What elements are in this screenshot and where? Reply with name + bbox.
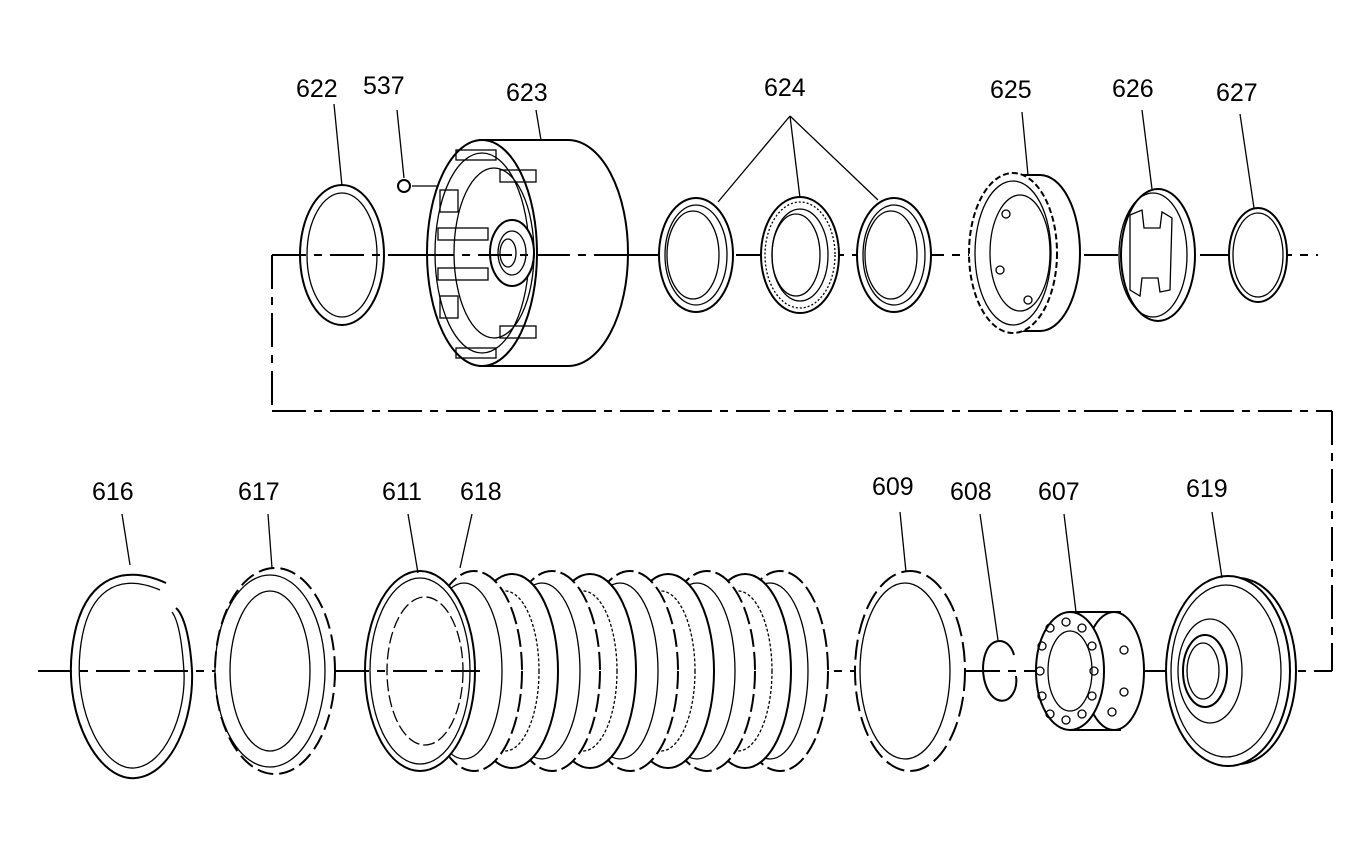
callout-609: 609 (872, 473, 914, 501)
leader-lines (121, 103, 1255, 641)
part-624-needle-bearing (760, 196, 840, 314)
part-622-snap-ring (272, 184, 430, 326)
callout-616: 616 (92, 478, 134, 506)
part-627-snap-ring (1228, 207, 1288, 303)
callout-625: 625 (990, 76, 1032, 104)
callout-627: 627 (1216, 79, 1258, 107)
part-624-thrust-washer-left (658, 197, 734, 313)
part-609-apply-plate (854, 570, 966, 772)
part-616-retaining-ring (69, 573, 194, 780)
callout-622: 622 (296, 75, 338, 103)
callout-617: 617 (238, 478, 280, 506)
callout-607: 607 (1038, 478, 1080, 506)
callout-626: 626 (1112, 75, 1154, 103)
callout-608: 608 (950, 478, 992, 506)
callout-537: 537 (363, 72, 405, 100)
callout-618: 618 (460, 478, 502, 506)
part-625-splined-hub (968, 172, 1081, 334)
part-619-piston (1165, 575, 1297, 767)
callout-623: 623 (506, 79, 548, 107)
callout-labels: 622 537 623 624 625 626 627 616 617 611 … (92, 72, 1258, 506)
callout-624: 624 (764, 74, 806, 102)
part-611-friction-plate-front (335, 570, 480, 772)
callout-619: 619 (1186, 475, 1228, 503)
part-626-thrust-plate (1118, 188, 1196, 322)
callout-611: 611 (382, 478, 422, 506)
part-624-thrust-washer-right (856, 197, 932, 313)
part-623-clutch-housing (420, 139, 660, 367)
part-607-spring-assembly (1035, 611, 1145, 731)
part-617-backing-plate (214, 567, 336, 775)
part-608-snap-ring (982, 639, 1018, 702)
